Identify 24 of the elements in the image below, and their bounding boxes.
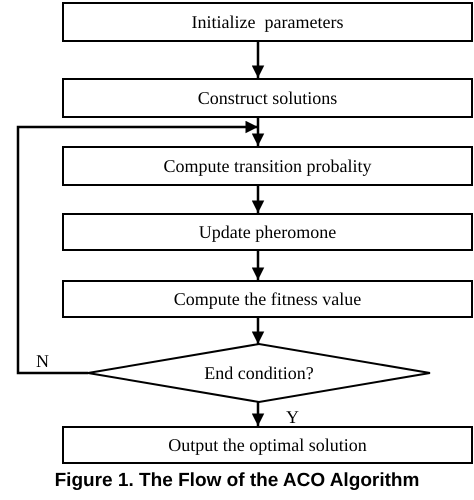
edge-label: N [36,352,49,370]
arrow [252,186,264,213]
arrow [16,120,258,374]
arrow [252,318,264,344]
arrow [252,402,264,426]
arrow [252,251,264,280]
node-text: Construct solutions [198,88,338,108]
caption: Figure 1. The Flow of the ACO Algorithm [54,470,420,492]
decision-diamond [87,342,431,404]
arrow [252,118,264,146]
arrow [252,42,264,78]
process-box [62,2,473,42]
process-box [62,280,473,318]
process-box [62,146,473,186]
node-text: Update pheromone [198,222,336,242]
process-box [62,213,473,251]
node-text: Compute transition probality [164,156,372,176]
node-text: End condition? [204,362,314,384]
process-box [62,78,473,118]
edge-label: Y [286,408,299,426]
node-text: Output the optimal solution [168,434,367,456]
node-text: Compute the fitness value [174,288,362,310]
node-text: Initialize parameters [192,12,344,32]
process-box [62,426,473,464]
